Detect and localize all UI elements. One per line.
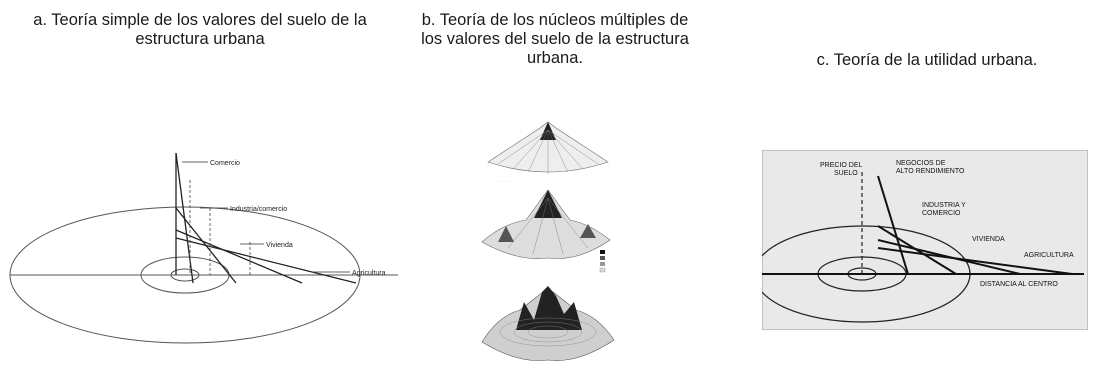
label-vivienda: VIVIENDA [972,236,1005,243]
sketch-bottom [481,286,615,361]
curve-agricultura [877,247,1073,275]
svg-text:· · · · · · ·: · · · · · · · [498,179,510,183]
label-agricultura: Agricultura [352,270,386,277]
label-comercio: Comercio [210,160,240,167]
label-industria-1: INDUSTRIA Y [922,202,966,209]
caption-theory-a: a. Teoría simple de los valores del suel… [33,11,367,48]
curve-vivienda [175,229,303,284]
curve-negocios [877,175,909,275]
curve-agricultura [175,237,357,284]
caption-theory-c: c. Teoría de la utilidad urbana. [816,51,1038,69]
diagram-urban-utility: PRECIO DEL SUELO NEGOCIOS DE ALTO RENDIM… [762,150,1088,330]
label-agricultura: AGRICULTURA [1024,252,1074,259]
caption-theory-b: b. Teoría de los núcleos múltiples de lo… [421,11,689,67]
label-precio-1: PRECIO DEL [820,162,863,169]
sketch-top: · · · · · · · [487,121,609,183]
diagram-multiple-nuclei: · · · · · · · [481,121,615,361]
label-precio-2: SUELO [834,170,858,177]
diagram-simple-land-value: Comercio Industria/comercio Vivienda Agr… [9,152,398,344]
label-negocios-2: ALTO RENDIMIENTO [896,168,965,175]
label-industria: Industria/comercio [230,206,287,213]
label-vivienda: Vivienda [266,242,293,249]
panel-background [762,150,1088,330]
label-negocios-1: NEGOCIOS DE [896,160,946,167]
sketch-middle [481,189,611,273]
label-distancia: DISTANCIA AL CENTRO [980,281,1058,288]
label-industria-2: COMERCIO [922,210,961,217]
